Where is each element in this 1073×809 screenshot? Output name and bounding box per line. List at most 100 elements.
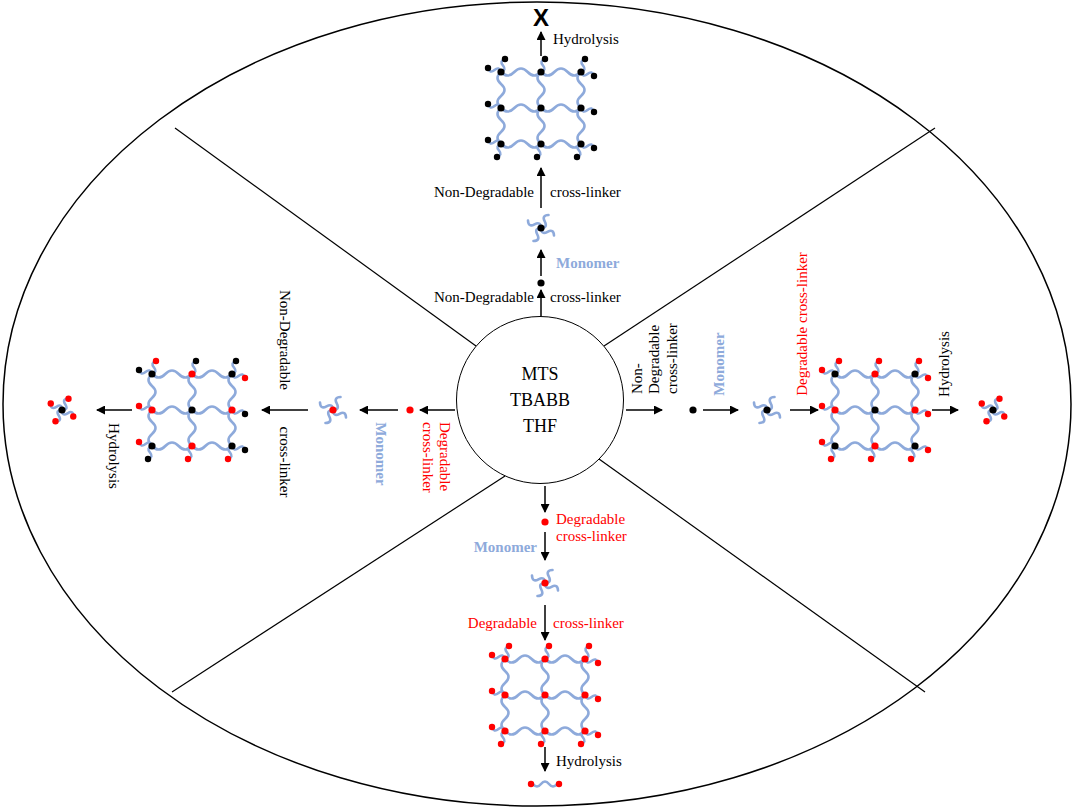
degradable-crosslinker-dot [871,442,878,449]
flow-arrow [544,747,546,771]
monomer-label: Monomer [474,539,537,556]
crosslinker-dot [228,370,235,377]
crosslinker-dot [537,68,544,75]
crosslinker-dot [577,68,584,75]
degradable-crosslinker-dot [406,406,413,413]
flow-arrow [932,409,958,411]
monomer-label: Monomer [371,422,388,485]
flow-arrow [626,409,662,411]
polymer-chain [542,695,549,731]
crosslinker-dot [591,73,597,79]
degradable-crosslinker-dot [148,406,155,413]
sector-divider [604,128,935,346]
polymer-chain [229,374,236,410]
degradable-crosslinker-dot [188,442,195,449]
polymer-chain [505,656,545,663]
degradable-crosslinker-dot [225,456,231,462]
degradable-crosslinker-dot [979,400,985,406]
degradable-crosslinker-dot [868,456,874,462]
degradable-crosslinker-dot [136,403,142,409]
flow-arrow [360,409,398,411]
polymer-chain [832,410,839,446]
polymer-chain [832,374,839,410]
degradable-crosslinker-dot [586,643,592,649]
polymer-chain [149,410,156,446]
step-label: Hydrolysis [556,753,622,770]
crosslinker-dot [831,370,838,377]
step-label: cross-linker [275,427,292,498]
degradable-crosslinker-dot [188,370,195,377]
polymer-chain [835,407,875,414]
degradable-crosslinker-dot [819,367,825,373]
degradable-crosslinker-dot [925,411,931,417]
step-label: X [533,4,549,32]
degradable-crosslinker-dot [153,358,159,364]
crosslinker-dot [502,56,508,62]
crosslinker-dot [911,370,918,377]
crosslinker-dot [574,154,580,160]
crosslinker-dot [497,104,504,111]
step-label: Non-Degradable [434,184,534,201]
polymer-chain [545,728,585,735]
polymer-chain [192,407,232,414]
flow-arrow [540,290,542,316]
crosslinker-dot [58,406,65,413]
polymer-chain [501,69,541,76]
crosslinker-dot [534,154,540,160]
crosslinker-dot [136,367,142,373]
degradable-crosslinker-dot [541,727,548,734]
step-label: Non-Degradable [275,290,292,390]
step-label: Hydrolysis [936,331,953,397]
crosslinker-dot [582,56,588,62]
step-label: Hydrolysis [553,31,619,48]
crosslinker-dot [233,358,239,364]
polymer-chain [545,692,585,699]
crosslinker-dot [537,140,544,147]
polymer-chain [541,105,581,112]
degradable-crosslinker-dot [595,696,601,702]
degradable-crosslinker-dot [489,688,495,694]
degradable-crosslinker-dot [581,655,588,662]
flow-arrow [544,486,546,512]
degradable-crosslinker-dot [581,691,588,698]
degradable-crosslinker-dot [836,358,842,364]
polymer-chain [152,371,192,378]
polymer-chain [912,410,919,446]
flow-arrow [540,168,542,208]
polymer-chain [541,69,581,76]
crosslinker-dot [577,140,584,147]
polymer-chain [192,371,232,378]
crosslinker-dot [831,442,838,449]
polymer-chain [152,443,192,450]
polymer-chain [501,141,541,148]
degradable-crosslinker-dot [489,724,495,730]
degradable-crosslinker-dot [925,375,931,381]
polymer-chain [578,108,585,144]
polymer-chain [192,443,232,450]
crosslinker-dot [911,442,918,449]
degradable-crosslinker-dot [595,732,601,738]
crosslinker-dot [148,442,155,449]
degradable-crosslinker-dot [541,579,548,586]
flow-arrow [544,532,546,560]
polymer-chain [501,105,541,112]
degradable-crosslinker-dot [831,406,838,413]
polymer-chain [189,374,196,410]
flow-arrow [262,409,308,411]
degradable-crosslinker-dot [578,741,584,747]
degradable-crosslinker-dot [911,406,918,413]
degradable-crosslinker-dot [556,781,562,787]
crosslinker-dot [542,56,548,62]
degradable-crosslinker-dot [538,741,544,747]
flow-arrow [97,409,132,411]
outer-ellipse [3,2,1071,806]
polymer-chain [541,141,581,148]
crosslinker-dot [989,406,996,413]
crosslinker-dot [689,406,696,413]
crosslinker-dot [537,104,544,111]
reagent-circle: MTS TBABB THF [456,316,624,484]
degradable-crosslinker-dot [819,403,825,409]
degradable-crosslinker-dot [871,370,878,377]
monomer-label: Monomer [711,332,728,395]
polymer-chain [912,374,919,410]
